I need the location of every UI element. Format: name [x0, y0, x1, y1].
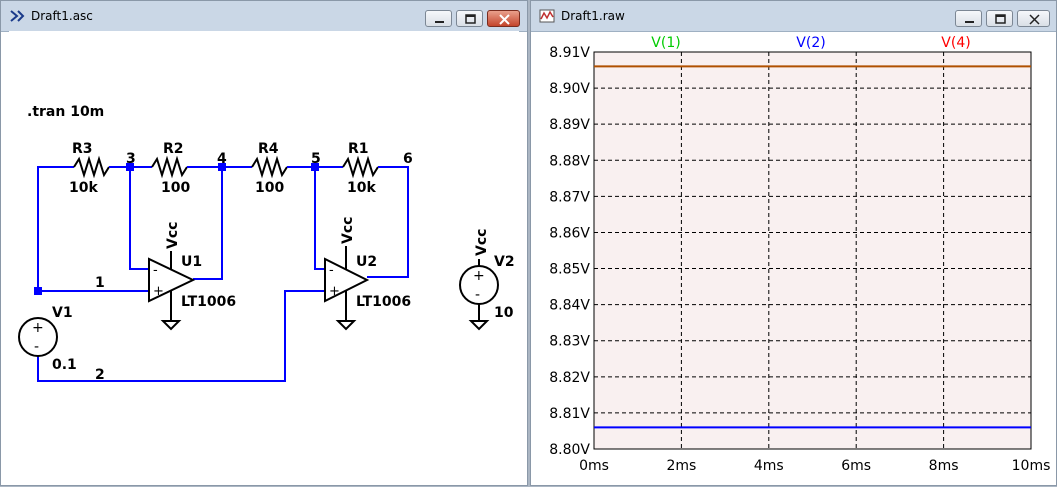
schematic-window: Draft1.asc .tran 10m: [0, 0, 528, 486]
u1-name: U1: [181, 254, 202, 270]
y-tick-label: 8.86V: [549, 225, 590, 241]
restore-icon: [465, 14, 476, 24]
wire-node2: [37, 290, 325, 382]
node-label-3: 3: [126, 151, 136, 167]
x-tick-label: 8ms: [929, 458, 959, 474]
v2-minus-sign: -: [475, 287, 480, 303]
schematic-titlebar[interactable]: Draft1.asc: [1, 1, 527, 32]
node-label-1: 1: [95, 275, 105, 291]
wire-r1-node6: [367, 166, 409, 278]
y-tick-label: 8.81V: [549, 406, 590, 422]
r1-name: R1: [348, 141, 369, 157]
x-tick-label: 2ms: [666, 458, 696, 474]
restore-icon: [995, 14, 1006, 24]
resistor-r3[interactable]: [73, 155, 110, 179]
waveform-titlebar[interactable]: Draft1.raw: [531, 1, 1056, 32]
u2-model: LT1006: [356, 294, 411, 310]
v2-ground-icon: [468, 320, 490, 331]
minimize-icon: [435, 21, 444, 23]
y-tick-label: 8.91V: [549, 45, 590, 61]
legend-v1[interactable]: V(1): [651, 35, 680, 51]
r1-value: 10k: [347, 180, 376, 196]
r3-name: R3: [72, 141, 93, 157]
u2-vcc-label: Vcc: [340, 217, 356, 244]
schematic-restore-button[interactable]: [456, 10, 483, 27]
wire-v1-top: [37, 166, 74, 291]
y-tick-label: 8.85V: [549, 262, 590, 278]
opamp-u1[interactable]: [148, 257, 196, 303]
waveform-app-icon: [539, 9, 555, 23]
x-tick-label: 0ms: [579, 458, 609, 474]
y-tick-label: 8.89V: [549, 117, 590, 133]
waveform-close-button[interactable]: [1017, 10, 1050, 27]
y-tick-label: 8.83V: [549, 334, 590, 350]
u2-minus-sign: -: [329, 263, 334, 278]
wire-node3-u1: [129, 167, 149, 270]
r2-value: 100: [161, 180, 190, 196]
r2-name: R2: [163, 141, 184, 157]
node-label-4: 4: [217, 151, 227, 167]
resistor-r4[interactable]: [251, 155, 288, 179]
u1-model: LT1006: [181, 294, 236, 310]
legend-v4[interactable]: V(4): [941, 35, 970, 51]
node-dot-3: [126, 163, 134, 171]
u2-plus-sign: +: [329, 284, 340, 299]
plot-frame: [593, 51, 1032, 450]
u2-ground-icon: [335, 320, 357, 331]
x-tick-label: 6ms: [841, 458, 871, 474]
y-tick-label: 8.88V: [549, 153, 590, 169]
y-tick-label: 8.84V: [549, 298, 590, 314]
wire-node5-u2: [314, 167, 325, 270]
v1-plus-sign: +: [32, 320, 44, 336]
y-tick-label: 8.80V: [549, 442, 590, 458]
node-label-2: 2: [95, 367, 105, 383]
u1-ground-icon: [160, 320, 182, 331]
resistor-r1[interactable]: [342, 155, 379, 179]
y-tick-label: 8.90V: [549, 81, 590, 97]
tran-directive[interactable]: .tran 10m: [27, 104, 104, 120]
close-icon: [499, 14, 510, 25]
close-icon: [1029, 14, 1040, 25]
v1-name: V1: [52, 305, 73, 321]
node-dot-1: [34, 287, 42, 295]
r4-name: R4: [258, 141, 279, 157]
u2-name: U2: [356, 254, 377, 270]
v2-vcc-label: Vcc: [474, 229, 490, 256]
u1-vcc-label: Vcc: [165, 222, 181, 249]
r3-value: 10k: [69, 180, 98, 196]
voltage-source-v1[interactable]: [18, 317, 58, 357]
schematic-app-icon: [10, 10, 25, 22]
v1-value: 0.1: [52, 357, 77, 373]
node-dot-5: [311, 163, 319, 171]
schematic-minimize-button[interactable]: [425, 10, 452, 27]
v2-value: 10: [494, 305, 514, 321]
resistor-r2[interactable]: [151, 155, 188, 179]
schematic-window-title: Draft1.asc: [31, 9, 93, 23]
v2-name: V2: [494, 254, 515, 270]
waveform-window: Draft1.raw 8.80V 8.81V 8.82V 8.83V 8.84V 8.85…: [530, 0, 1057, 486]
node-label-6: 6: [403, 151, 413, 167]
node-label-5: 5: [311, 151, 321, 167]
waveform-area[interactable]: 8.80V 8.81V 8.82V 8.83V 8.84V 8.85V 8.86V 8.87V…: [531, 32, 1056, 485]
legend-v2[interactable]: V(2): [796, 35, 825, 51]
x-tick-label: 4ms: [754, 458, 784, 474]
plot-background: [594, 52, 1031, 449]
v2-plus-sign: +: [473, 268, 485, 284]
u1-plus-sign: +: [153, 284, 164, 299]
y-tick-label: 8.87V: [549, 189, 590, 205]
v1-minus-sign: -: [34, 339, 39, 355]
schematic-canvas[interactable]: .tran 10m: [9, 31, 519, 485]
node-dot-4: [218, 163, 226, 171]
y-tick-label: 8.82V: [549, 370, 590, 386]
waveform-window-title: Draft1.raw: [561, 9, 625, 23]
r4-value: 100: [255, 180, 284, 196]
x-tick-label: 10ms: [1012, 458, 1051, 474]
minimize-icon: [965, 21, 974, 23]
opamp-u2[interactable]: [324, 257, 370, 303]
waveform-minimize-button[interactable]: [955, 10, 982, 27]
wire-node4-u1out: [193, 167, 223, 280]
u1-minus-sign: -: [153, 263, 158, 278]
schematic-close-button[interactable]: [487, 10, 520, 27]
waveform-restore-button[interactable]: [986, 10, 1013, 27]
